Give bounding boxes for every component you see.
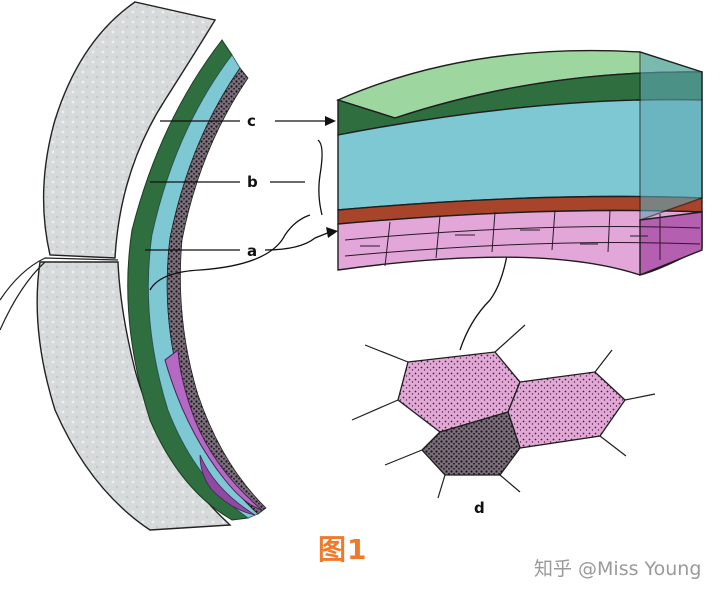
figure-caption: 图1	[318, 533, 368, 566]
label-a: a	[247, 242, 257, 260]
watermark: 知乎 @Miss Young	[534, 558, 702, 580]
block-cell-lines	[344, 209, 701, 267]
magnified-cells	[397, 351, 626, 476]
cornea-gray-lower	[36, 261, 232, 531]
lens-purple-inner	[199, 454, 256, 516]
cell-pink-right	[507, 371, 626, 449]
cornea-gray-upper	[42, 1, 217, 259]
leader-lines	[145, 116, 516, 351]
label-b: b	[247, 173, 258, 191]
iris-purple	[164, 349, 263, 511]
conjunctiva-lines	[0, 257, 119, 331]
eye-section	[0, 1, 267, 531]
cornea-endothelium-dots	[166, 67, 267, 515]
label-c: c	[247, 112, 256, 130]
tissue-block	[336, 49, 703, 277]
cell-processes	[351, 324, 656, 499]
label-d: d	[474, 499, 485, 517]
block-side-cyan	[639, 51, 703, 221]
